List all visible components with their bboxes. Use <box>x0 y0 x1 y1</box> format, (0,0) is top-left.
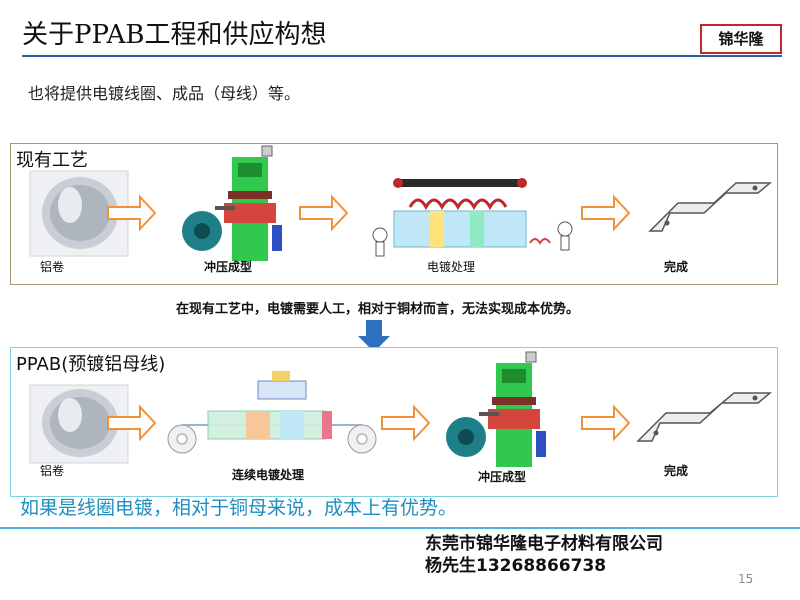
company-name: 东莞市锦华隆电子材料有限公司 <box>425 534 663 554</box>
page-title: 关于PPAB工程和供应构想 <box>22 20 327 50</box>
press-machine-icon-1 <box>182 145 282 261</box>
flow-arrow-icon <box>381 404 431 442</box>
press-machine-icon-2 <box>446 351 546 467</box>
busbar-icon-2 <box>636 392 773 442</box>
step-label: 完成 <box>664 260 689 274</box>
step-label: 铝卷 <box>40 464 65 478</box>
step-label: 冲压成型 <box>204 260 253 274</box>
brand-badge: 锦华隆 <box>700 24 782 54</box>
ppab-process-label: PPAB(预镀铝母线) <box>16 354 166 375</box>
subtitle: 也将提供电镀线圈、成品（母线）等。 <box>28 84 301 103</box>
plating-line-icon <box>372 178 573 257</box>
flow-arrow-icon <box>581 404 631 442</box>
process-note: 在现有工艺中，电镀需要人工，相对于铜材而言，无法实现成本优势。 <box>176 302 580 317</box>
step-label: 连续电镀处理 <box>232 468 305 482</box>
flow-arrow-icon <box>299 194 349 232</box>
step-label: 完成 <box>664 464 689 478</box>
step-label: 铝卷 <box>40 260 65 274</box>
continuous-plating-icon <box>167 371 377 454</box>
contact-block: 东莞市锦华隆电子材料有限公司 杨先生13268866738 <box>425 533 663 577</box>
conclusion-text: 如果是线圈电镀，相对于铜母来说，成本上有优势。 <box>20 497 458 519</box>
page-number: 15 <box>738 572 754 586</box>
ppab-process-illustration <box>29 351 773 467</box>
flow-arrow-icon <box>107 404 157 442</box>
aluminum-coil-icon-2 <box>29 384 129 464</box>
flow-arrow-icon <box>107 194 157 232</box>
contact-person: 杨先生13268866738 <box>425 556 607 576</box>
existing-process-illustration <box>29 145 773 261</box>
step-label: 电镀处理 <box>427 260 476 274</box>
step-label: 冲压成型 <box>478 470 527 484</box>
title-divider <box>22 55 782 57</box>
existing-process-label: 现有工艺 <box>16 150 88 171</box>
flow-arrow-icon <box>581 194 631 232</box>
busbar-icon-1 <box>648 182 773 232</box>
footer-divider <box>0 527 800 529</box>
down-arrow-icon <box>358 320 390 352</box>
